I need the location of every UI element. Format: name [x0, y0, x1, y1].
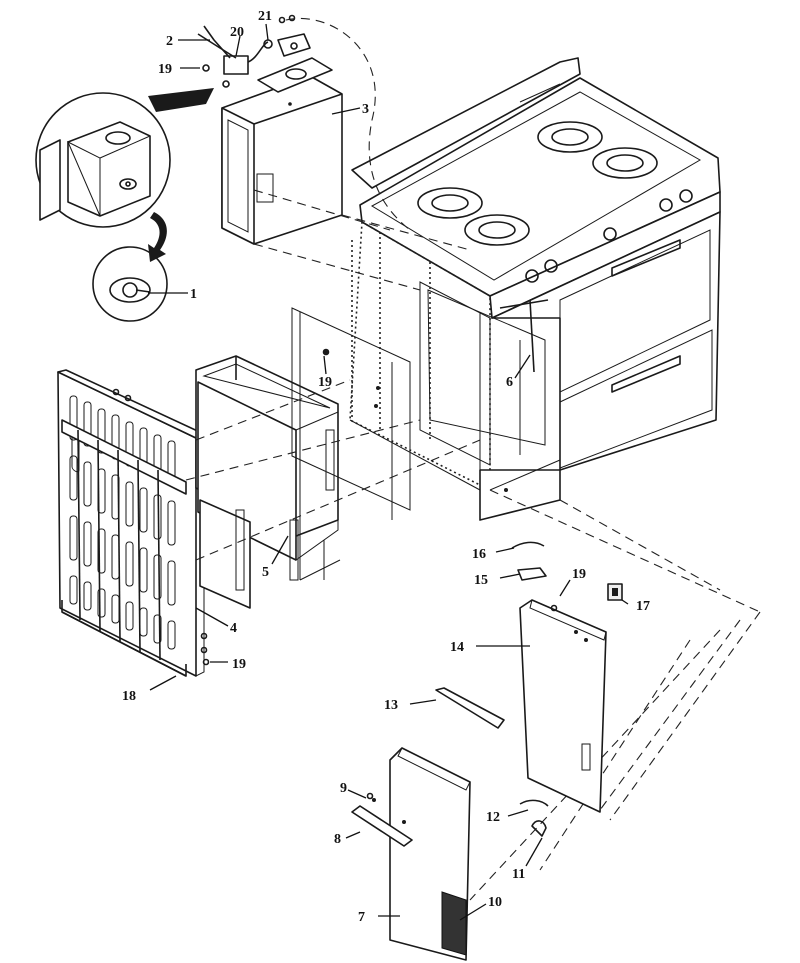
- callout-9: 9: [340, 781, 347, 796]
- callout-11: 11: [512, 867, 525, 882]
- detail-inset-large: [35, 88, 214, 228]
- callout-3: 3: [362, 102, 369, 117]
- callout-19-right: 19: [572, 567, 586, 582]
- detail-inset-small: [92, 212, 168, 322]
- part-12-clip: [519, 799, 549, 807]
- callout-16: 16: [472, 547, 486, 562]
- callout-19-lower-left: 19: [232, 657, 246, 672]
- callout-4: 4: [230, 621, 237, 636]
- callout-1: 1: [190, 287, 197, 302]
- range-assembly: [349, 57, 721, 521]
- callout-14: 14: [450, 640, 464, 655]
- part-14-side-panel: [519, 599, 607, 813]
- part-16-clip: [511, 541, 545, 549]
- burner-grates: [417, 121, 658, 246]
- callout-10: 10: [488, 895, 502, 910]
- part-20-switch: [197, 25, 269, 75]
- part-11-clip: [531, 820, 547, 837]
- callout-19-mid: 19: [318, 375, 332, 390]
- part-19-screw-mid: [322, 348, 558, 612]
- callout-8: 8: [334, 832, 341, 847]
- leader-lines: [148, 23, 629, 921]
- part-17-clip: [607, 583, 623, 601]
- callout-5: 5: [262, 565, 269, 580]
- part-5-inner-shield: [195, 355, 339, 609]
- part-21-screw: [263, 14, 311, 57]
- callout-6: 6: [506, 375, 513, 390]
- part-18-rack: [61, 419, 187, 677]
- part-13-rail: [435, 687, 505, 729]
- part-19-screw-top: [202, 64, 230, 88]
- callout-labels: 1 2 3 4 5 6 7 8 9 10 11 12 13 14 15 16 1…: [122, 9, 650, 925]
- control-knobs: [525, 189, 693, 283]
- part-10-filter: [441, 891, 467, 956]
- part-8-bracket: [351, 805, 413, 847]
- part-3-control-box: [221, 57, 343, 245]
- part-9-screw: [366, 792, 374, 800]
- callout-19-top: 19: [158, 62, 172, 77]
- callout-20: 20: [230, 25, 244, 40]
- callout-12: 12: [486, 810, 500, 825]
- callout-18: 18: [122, 689, 136, 704]
- part-15-bracket: [517, 567, 547, 581]
- callout-15: 15: [474, 573, 488, 588]
- callout-2: 2: [166, 34, 173, 49]
- panel-screws: [112, 388, 210, 666]
- part-19-frame: [291, 307, 411, 581]
- vent-slots: [69, 395, 176, 650]
- callout-17: 17: [636, 599, 650, 614]
- callout-13: 13: [384, 698, 398, 713]
- callout-7: 7: [358, 910, 365, 925]
- callout-21: 21: [258, 9, 272, 24]
